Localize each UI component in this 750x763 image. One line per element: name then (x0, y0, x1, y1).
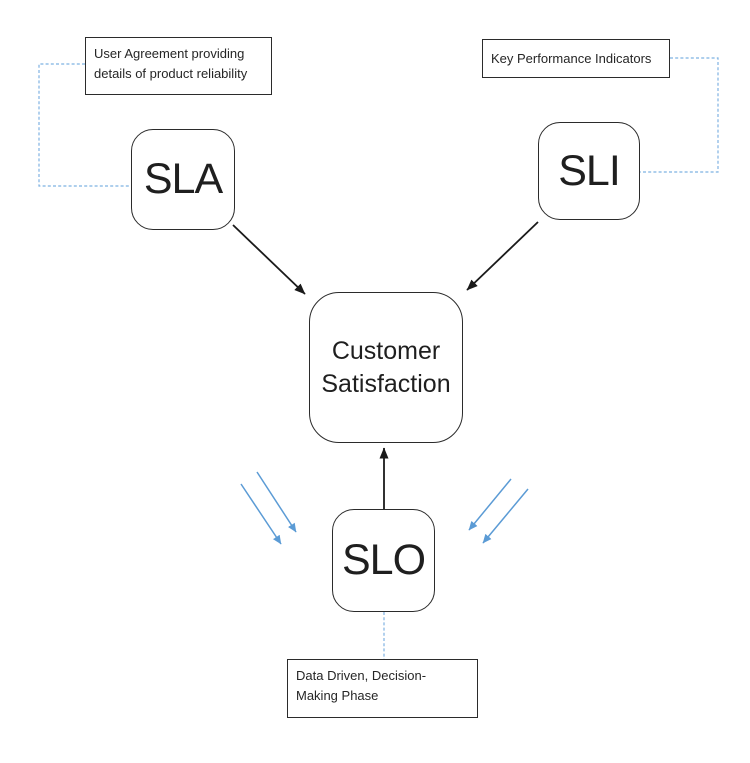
node-customer-satisfaction-label: Customer Satisfaction (321, 335, 450, 401)
cs-label-line: Satisfaction (321, 369, 451, 398)
node-slo-label: SLO (341, 536, 426, 584)
sla-annotation-box: User Agreement providing details of prod… (85, 37, 272, 95)
sla-annotation-line: details of product reliability (94, 66, 248, 81)
sla-annotation-line: User Agreement providing (94, 46, 245, 61)
blue-double-arrow-right-1 (468, 478, 512, 531)
node-customer-satisfaction: Customer Satisfaction (309, 292, 463, 443)
sli-annotation-box: Key Performance Indicators (482, 39, 670, 78)
node-sli-label: SLI (558, 146, 621, 195)
slo-annotation-line: Making Phase (296, 688, 379, 703)
blue-double-arrow-left-1 (256, 471, 297, 533)
slo-annotation-box: Data Driven, Decision- Making Phase (287, 659, 478, 718)
blue-double-arrow-right-2 (482, 488, 529, 544)
blue-double-arrow-left-2 (240, 483, 282, 545)
node-slo: SLO (332, 509, 435, 612)
slo-annotation-line: Data Driven, Decision- (296, 668, 427, 683)
cs-label-line: Customer (331, 336, 441, 365)
sla-to-cs-arrow (232, 224, 306, 295)
node-sla-label: SLA (143, 155, 223, 203)
node-sla: SLA (131, 129, 235, 230)
sli-annotation-line: Key Performance Indicators (491, 51, 652, 66)
node-sli: SLI (538, 122, 640, 220)
sli-to-cs-arrow (466, 221, 539, 291)
